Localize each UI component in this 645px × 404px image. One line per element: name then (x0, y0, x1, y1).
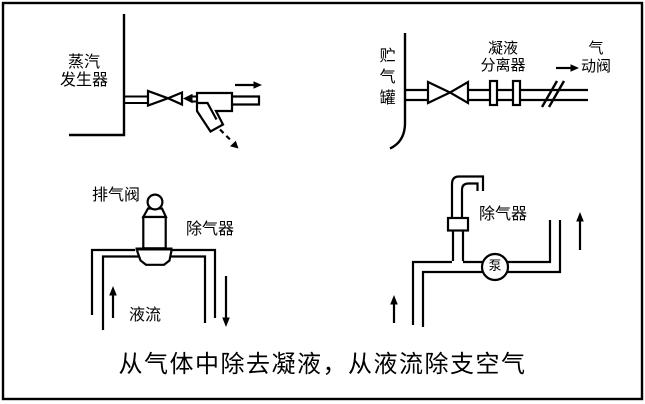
storage-tank-wall (389, 33, 407, 150)
condensate-separator-label-line2: 分离器 (480, 58, 526, 74)
up-arrow-icon (576, 212, 584, 250)
pipe-break-icon (540, 80, 566, 108)
flow-arrow-icon (235, 81, 262, 89)
pipe (507, 220, 552, 264)
down-arrow-icon (222, 276, 230, 327)
flange-icon (446, 216, 470, 232)
separator-flange-icon (488, 79, 522, 107)
flow-arrow-icon (183, 93, 193, 104)
pipe (411, 260, 452, 325)
exhaust-valve-label: 排气阀 (92, 187, 141, 204)
deaerator-label-left: 除气器 (186, 221, 235, 238)
condensate-drain-arrow-icon (219, 128, 239, 149)
flow-arrow-icon (556, 64, 579, 72)
up-arrow-icon (109, 286, 117, 318)
pipe (101, 255, 139, 330)
pipe (507, 220, 562, 274)
steam-trap-icon (195, 91, 234, 133)
bowtie-valve-icon (146, 89, 184, 108)
storage-tank-diagram (389, 33, 588, 150)
condensate-separator-label-line1: 凝液 (487, 41, 518, 57)
vent-pipe (450, 175, 485, 218)
deaerator-label-right: 除气器 (479, 206, 528, 223)
deaerator-liquid-diagram (90, 193, 230, 330)
outlet-pipe (232, 95, 261, 106)
pipe (171, 248, 217, 318)
bowtie-valve-icon (426, 80, 470, 105)
pneumatic-valve-label-line2: 动阀 (580, 59, 611, 75)
steam-generator-diagram (69, 14, 262, 149)
pipe (168, 255, 207, 323)
figure-caption: 从气体中除去凝液，从液流除支空气 (118, 352, 527, 378)
pipe (90, 248, 135, 315)
storage-tank-label: 贮气罐 (376, 47, 394, 110)
steam-generator-label: 蒸汽 发生器 (52, 54, 116, 90)
pump-label: 泵 (488, 258, 502, 273)
deaerator-pump-diagram (390, 175, 584, 327)
steam-generator-label-line1: 蒸汽 (67, 54, 100, 71)
up-arrow-icon (390, 295, 398, 323)
pump-icon (480, 252, 510, 282)
pipe (421, 270, 483, 327)
condensate-separator-label: 凝液 分离器 (475, 41, 531, 75)
air-vent-icon (135, 193, 173, 266)
steam-generator-wall (69, 14, 126, 137)
vent-pipe (460, 182, 479, 218)
pneumatic-valve-label-line1: 气 (588, 41, 604, 57)
pneumatic-valve-label: 气 动阀 (576, 40, 616, 76)
steam-generator-label-line2: 发生器 (59, 72, 108, 89)
liquid-flow-label: 液流 (129, 307, 162, 324)
